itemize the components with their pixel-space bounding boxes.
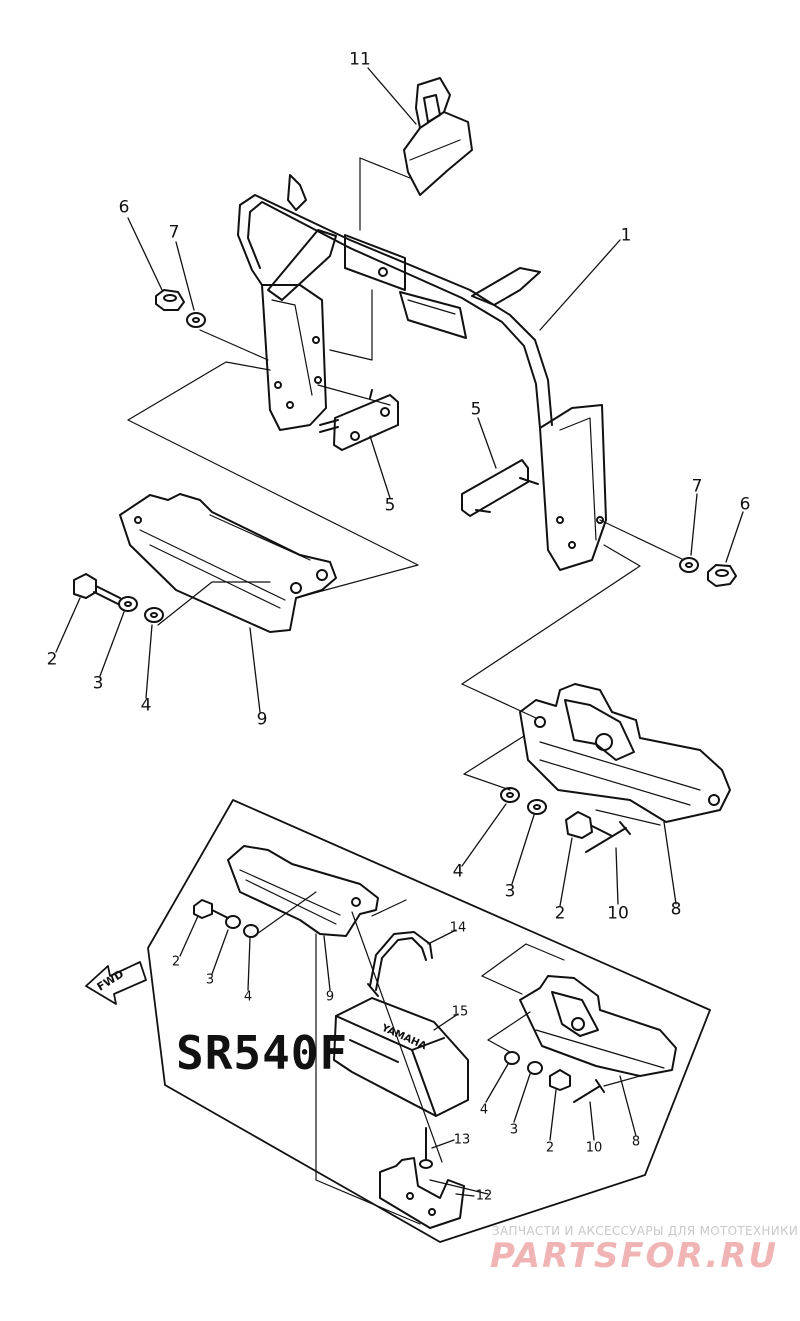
callout-leaders — [55, 67, 744, 1197]
part-1-main-frame — [237, 174, 607, 571]
part-8-bracket-lower — [519, 975, 677, 1077]
part-3-washer-right — [527, 799, 547, 815]
part-3-washer-lower-right — [527, 1061, 543, 1075]
callout-3: 3 — [509, 1122, 519, 1138]
callout-1: 1 — [620, 225, 632, 246]
model-label: SR540F — [176, 1026, 349, 1080]
part-10-rivet-right — [585, 821, 631, 853]
part-9-bracket-left — [119, 493, 337, 633]
part-15-battery — [333, 997, 469, 1117]
callout-6: 6 — [118, 197, 130, 218]
callout-8: 8 — [670, 899, 682, 920]
fwd-arrow-icon — [85, 961, 147, 1005]
callout-9: 9 — [325, 989, 335, 1005]
part-13-screw — [419, 1127, 433, 1169]
callout-7: 7 — [691, 476, 703, 497]
callout-7: 7 — [168, 222, 180, 243]
part-5-plate-left — [319, 389, 399, 451]
watermark-tagline: ЗАПЧАСТИ И АКСЕССУАРЫ ДЛЯ МОТОТЕХНИКИ — [492, 1224, 799, 1238]
part-2-bolt-lower-right — [549, 1069, 571, 1091]
part-6-nut-left — [155, 289, 185, 311]
callout-2: 2 — [545, 1140, 555, 1156]
callout-5: 5 — [470, 399, 482, 420]
part-2-bolt-right — [565, 811, 613, 839]
watermark-brand: PARTSFOR.RU — [490, 1236, 779, 1276]
part-10-rivet-lower — [573, 1079, 605, 1103]
callout-8: 8 — [631, 1134, 641, 1150]
part-5-plate-right — [461, 459, 539, 517]
part-6-nut-right — [707, 564, 737, 587]
callout-12: 12 — [475, 1188, 493, 1204]
callout-14: 14 — [449, 920, 467, 936]
callout-11: 11 — [349, 49, 371, 70]
callout-4: 4 — [243, 989, 253, 1005]
callout-9: 9 — [256, 709, 268, 730]
assembly-lines-lower — [253, 891, 641, 1225]
part-4-washer-lower-right — [504, 1051, 520, 1065]
part-9-bracket-lower — [227, 845, 379, 937]
part-7-washer-left — [186, 312, 206, 328]
callout-2: 2 — [46, 649, 58, 670]
part-4-washer-lower-left — [243, 924, 259, 938]
part-14-cable — [367, 931, 433, 997]
callout-10: 10 — [607, 903, 629, 924]
callout-4: 4 — [479, 1102, 489, 1118]
part-7-washer-right — [679, 557, 699, 573]
part-3-washer-left — [118, 596, 138, 612]
part-4-washer-right — [500, 787, 520, 803]
part-8-bracket-right — [519, 683, 731, 823]
assembly-lines-upper — [127, 157, 685, 826]
callout-2: 2 — [171, 954, 181, 970]
part-2-bolt-left — [73, 573, 121, 605]
callout-3: 3 — [92, 673, 104, 694]
sr540f-panel-border — [147, 799, 711, 1243]
callout-3: 3 — [504, 881, 516, 902]
callout-6: 6 — [739, 494, 751, 515]
part-12-battery-bracket — [379, 1157, 465, 1229]
part-3-washer-lower-left — [225, 915, 241, 929]
callout-10: 10 — [585, 1140, 603, 1156]
callout-13: 13 — [453, 1132, 471, 1148]
callout-3: 3 — [205, 972, 215, 988]
callout-4: 4 — [452, 861, 464, 882]
callout-5: 5 — [384, 495, 396, 516]
callout-2: 2 — [554, 903, 566, 924]
callout-4: 4 — [140, 695, 152, 716]
part-11-grip — [403, 77, 473, 196]
part-2-bolt-lower-left — [193, 899, 229, 919]
part-4-washer-left — [144, 607, 164, 623]
callout-15: 15 — [451, 1004, 469, 1020]
